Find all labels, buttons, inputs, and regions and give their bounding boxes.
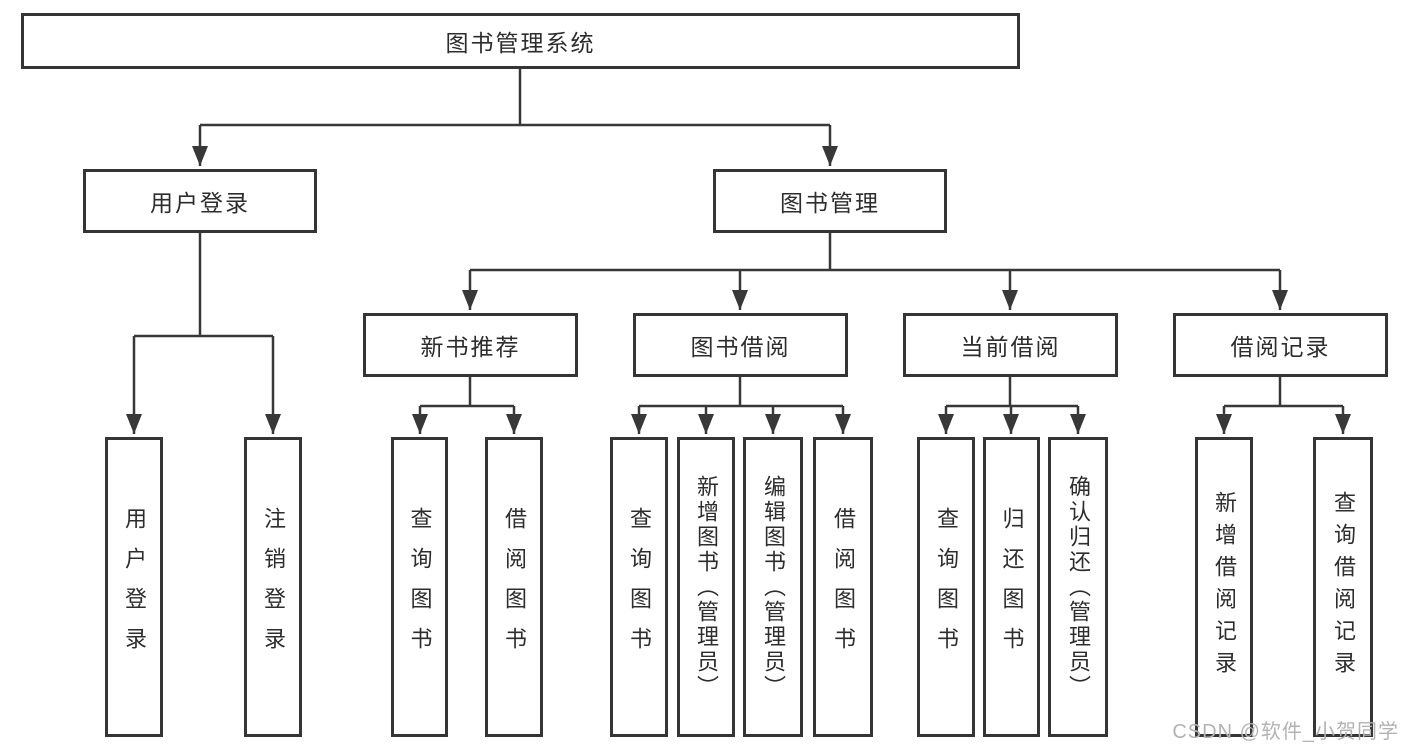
node-query-borrow-record: 查询借阅记录: [1313, 437, 1373, 737]
node-library-management-system: 图书管理系统: [21, 13, 1020, 69]
node-book-management: 图书管理: [713, 169, 947, 233]
node-logout-login: 注销登录: [244, 437, 302, 737]
node-query-books-recommend: 查询图书: [391, 437, 448, 737]
node-user-login: 用户登录: [83, 169, 317, 233]
node-add-book-admin: 新增图书（管理员）: [677, 437, 735, 737]
node-borrow-books-recommend: 借阅图书: [485, 437, 543, 737]
csdn-watermark: CSDN @软件_小贺同学: [1172, 721, 1399, 743]
node-current-borrowing: 当前借阅: [903, 313, 1118, 377]
node-new-book-recommendation: 新书推荐: [363, 313, 578, 377]
node-return-books: 归还图书: [983, 437, 1040, 737]
node-confirm-return-admin: 确认归还（管理员）: [1048, 437, 1108, 737]
node-borrowing-records: 借阅记录: [1173, 313, 1388, 377]
node-borrow-books-borrowing: 借阅图书: [813, 437, 873, 737]
node-edit-book-admin: 编辑图书（管理员）: [743, 437, 803, 737]
node-book-borrowing: 图书借阅: [633, 313, 848, 377]
node-add-borrow-record: 新增借阅记录: [1195, 437, 1253, 737]
node-query-books-borrowing: 查询图书: [610, 437, 668, 737]
node-query-books-current: 查询图书: [917, 437, 975, 737]
node-user-login-leaf: 用户登录: [105, 437, 163, 737]
